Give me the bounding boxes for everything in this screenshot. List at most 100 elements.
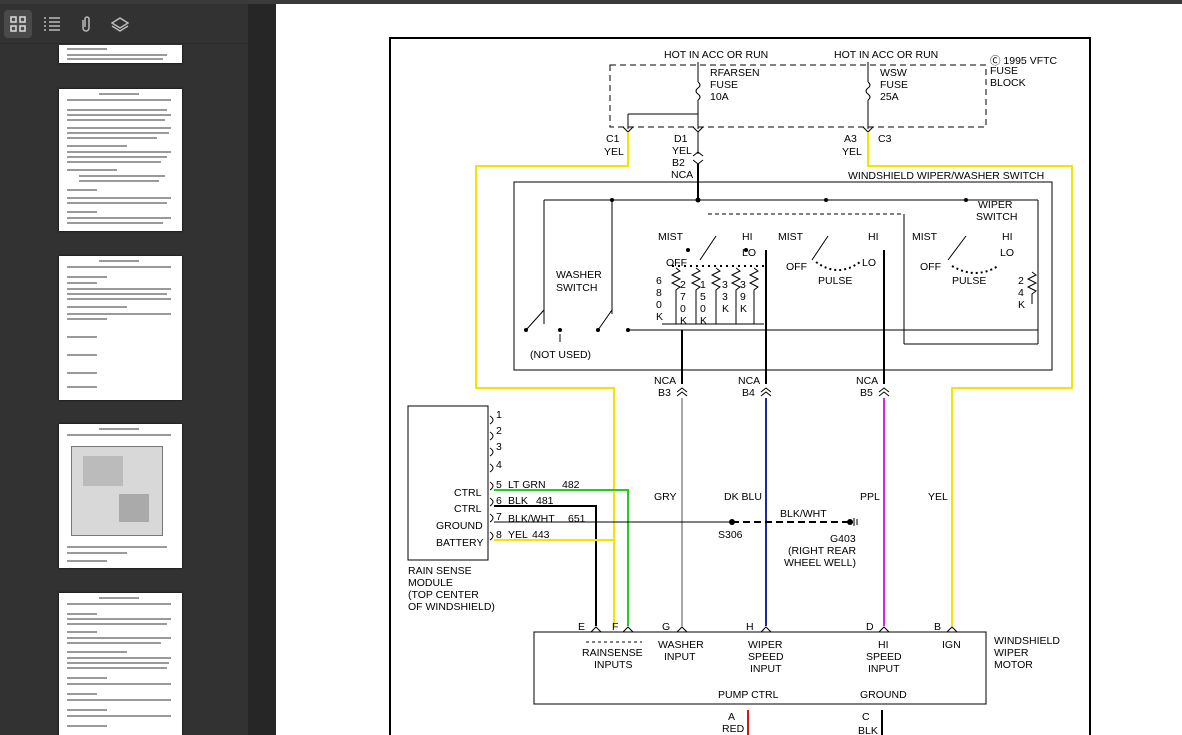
- c3-wire-color: YEL: [842, 146, 862, 158]
- hot-label-right: HOT IN ACC OR RUN: [834, 49, 938, 61]
- d1-wire-color: YEL: [672, 145, 692, 157]
- wiper-speed-input-1: WIPER: [748, 639, 783, 651]
- resistor-680k-4: K: [656, 311, 663, 323]
- wiring-diagram: HOT IN ACC OR RUN HOT IN ACC OR RUN Ⓒ 19…: [389, 37, 1091, 735]
- resistor-680k-3: 0: [656, 299, 662, 311]
- resistor-24k-1: 2: [1018, 275, 1024, 287]
- resistor-150k-2: 5: [700, 291, 706, 303]
- wiper-switch-label-2: SWITCH: [976, 211, 1017, 223]
- off-label-1: OFF: [666, 257, 687, 269]
- off-label-2: OFF: [786, 261, 807, 273]
- wire5-color: LT GRN: [508, 479, 546, 491]
- motor-pin-b: B: [934, 621, 941, 633]
- attachments-icon[interactable]: [72, 10, 100, 38]
- module-label-2: MODULE: [408, 577, 453, 589]
- outline-icon[interactable]: [38, 10, 66, 38]
- mist-label-3: MIST: [912, 231, 938, 243]
- module-battery: BATTERY: [436, 537, 483, 549]
- module-label-4: OF WINDSHIELD): [408, 601, 495, 613]
- resistor-270k-4: K: [680, 315, 687, 327]
- washer-switch-label-1: WASHER: [556, 269, 602, 281]
- fuse1-name-2: FUSE: [710, 79, 738, 91]
- connector-b4: B4: [742, 387, 755, 399]
- resistor-39k-1: 3: [740, 279, 746, 291]
- wire6-color: BLK: [508, 495, 528, 507]
- connector-d1: D1: [674, 133, 688, 145]
- motor-pin-c: C: [862, 711, 870, 723]
- resistor-270k-2: 7: [680, 291, 686, 303]
- ground-g403: G403: [830, 533, 856, 545]
- nca-label-b3: NCA: [654, 375, 676, 387]
- fuse2-amp: 25A: [880, 91, 899, 103]
- motor-pin-g: G: [662, 621, 670, 633]
- page-thumbnail-5[interactable]: [59, 593, 182, 735]
- resistor-24k-3: K: [1018, 299, 1025, 311]
- document-viewer[interactable]: HOT IN ACC OR RUN HOT IN ACC OR RUN Ⓒ 19…: [276, 4, 1182, 735]
- page-thumbnail-1[interactable]: [59, 45, 182, 63]
- mist-label-1: MIST: [658, 231, 684, 243]
- wiper-speed-input-3: INPUT: [750, 663, 782, 675]
- motor-pin-e: E: [578, 621, 585, 633]
- washer-input-1: WASHER: [658, 639, 704, 651]
- resistor-33k-1: 3: [722, 279, 728, 291]
- page-thumbnail-2[interactable]: [59, 89, 182, 231]
- resistor-39k-2: 9: [740, 291, 746, 303]
- motor-label-1: WINDSHIELD: [994, 635, 1060, 647]
- nca-top-label: NCA: [671, 169, 693, 181]
- lo-label-3: LO: [1000, 247, 1014, 259]
- module-pin-5: 5: [496, 479, 502, 491]
- lo-label-1: LO: [742, 247, 756, 259]
- nca-label-b5: NCA: [856, 375, 878, 387]
- module-pin-6: 6: [496, 495, 502, 507]
- rainsense-inputs-1: RAINSENSE: [582, 647, 643, 659]
- resistor-24k-2: 4: [1018, 287, 1024, 299]
- connector-a3: A3: [844, 133, 857, 145]
- wiper-switch-label-1: WIPER: [978, 199, 1013, 211]
- not-used-label: (NOT USED): [530, 349, 591, 361]
- fuse-block-label-1: FUSE: [990, 65, 1018, 77]
- motor-ground-label: GROUND: [860, 689, 907, 701]
- hi-label-1: HI: [742, 231, 753, 243]
- motor-label-3: MOTOR: [994, 659, 1033, 671]
- page-thumbnail-4[interactable]: [59, 424, 182, 568]
- ign-label: IGN: [942, 639, 961, 651]
- washer-switch-label-2: SWITCH: [556, 282, 597, 294]
- rainsense-inputs-2: INPUTS: [594, 659, 633, 671]
- resistor-150k-3: 0: [700, 303, 706, 315]
- resistor-150k-1: 1: [700, 279, 706, 291]
- mist-label-2: MIST: [778, 231, 804, 243]
- module-ctrl-1: CTRL: [454, 487, 482, 499]
- connector-c1: C1: [606, 133, 620, 145]
- layers-icon[interactable]: [106, 10, 134, 38]
- module-pin-4: 4: [496, 459, 502, 471]
- module-label-1: RAIN SENSE: [408, 565, 472, 577]
- resistor-39k-3: K: [740, 303, 747, 315]
- thumbnails-icon[interactable]: [4, 9, 32, 38]
- wire-dkblu-label: DK BLU: [724, 491, 762, 503]
- module-pin-8: 8: [496, 529, 502, 541]
- sidebar: [0, 4, 248, 735]
- module-pin-1: 1: [496, 409, 502, 421]
- resistor-680k-2: 8: [656, 287, 662, 299]
- c1-wire-color: YEL: [604, 146, 624, 158]
- module-ctrl-2: CTRL: [454, 503, 482, 515]
- page-thumbnail-3[interactable]: [59, 256, 182, 400]
- connector-c3: C3: [878, 133, 892, 145]
- nca-label-b4: NCA: [738, 375, 760, 387]
- wire-yel-label: YEL: [928, 491, 948, 503]
- connector-b5: B5: [860, 387, 873, 399]
- fuse-block-label-2: BLOCK: [990, 77, 1026, 89]
- window-top-bar: [0, 0, 1182, 4]
- thumbnail-list[interactable]: [0, 45, 248, 735]
- fuse2-name-2: FUSE: [880, 79, 908, 91]
- module-ground: GROUND: [436, 520, 483, 532]
- resistor-33k-3: K: [722, 303, 729, 315]
- connector-b2: B2: [672, 157, 685, 169]
- pulse-label-3: PULSE: [952, 275, 986, 287]
- sidebar-scrollbar[interactable]: [248, 4, 276, 735]
- wire-blk-label: BLK: [858, 725, 878, 735]
- g403-location-1: (RIGHT REAR: [788, 545, 856, 557]
- wire-red-label: RED: [722, 723, 745, 735]
- hi-label-2: HI: [868, 231, 879, 243]
- copyright-label: Ⓒ 1995 VFTC: [990, 55, 1058, 67]
